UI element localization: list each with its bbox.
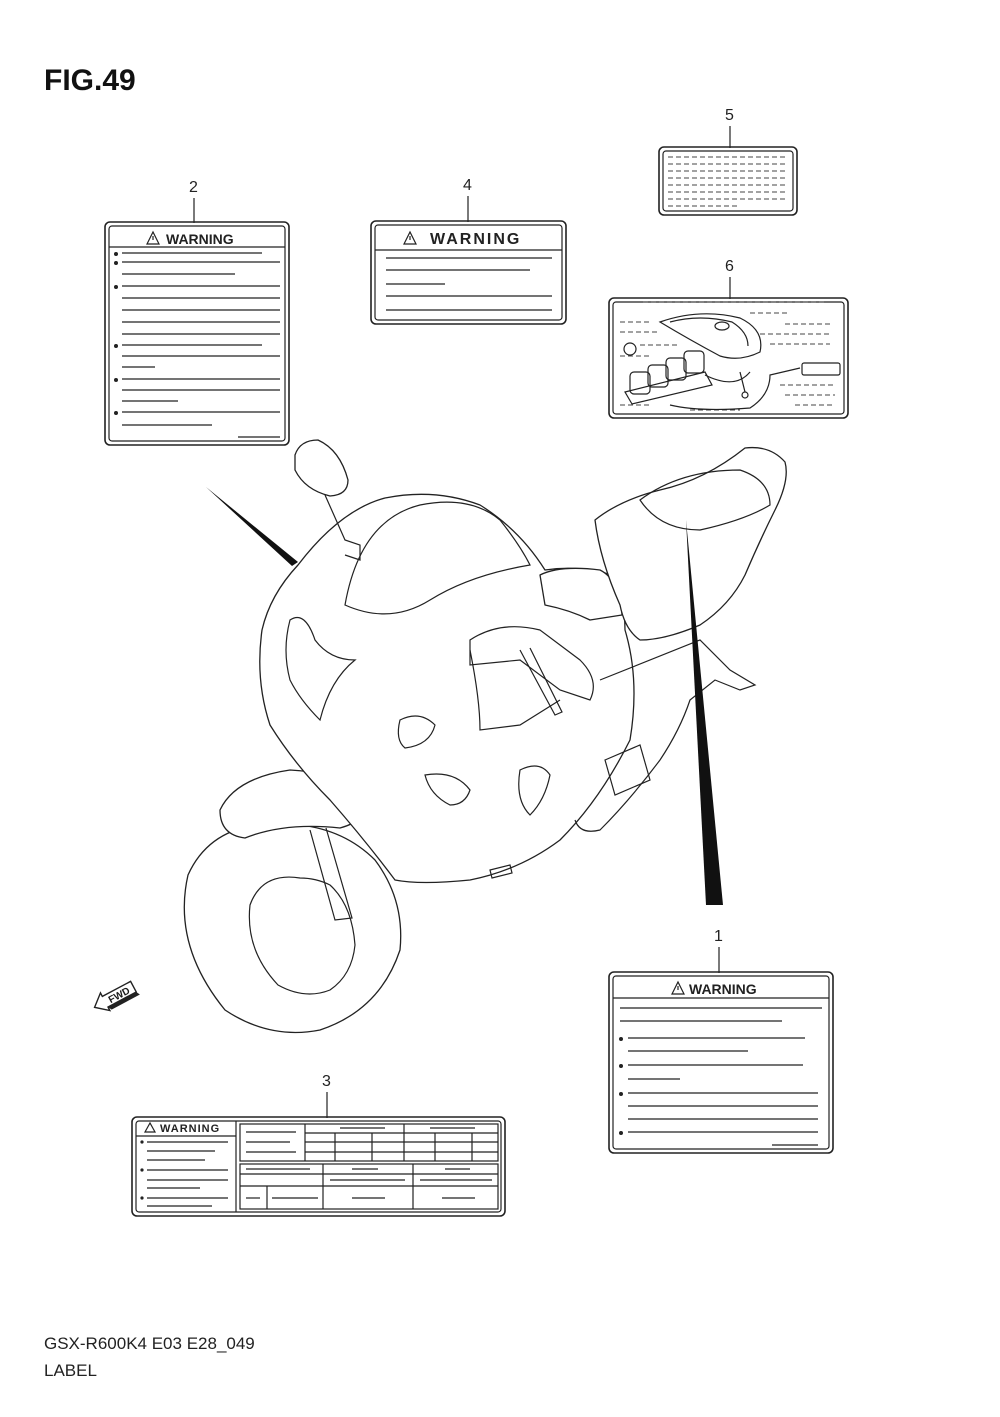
callout-number-6: 6 <box>725 258 734 275</box>
footer-section-name: LABEL <box>44 1361 97 1380</box>
seat-tail <box>594 446 787 641</box>
callout-number-5: 5 <box>725 107 734 124</box>
callout-number-1: 1 <box>714 928 723 945</box>
warning-triangle-icon <box>403 230 417 245</box>
front-wheel-rim <box>248 876 356 995</box>
label-3-header: WARNING <box>160 1123 220 1135</box>
throttle-body-illustration <box>623 342 841 411</box>
handlebar <box>469 626 594 701</box>
label-1-text-lines <box>619 1007 822 1146</box>
lower-duct <box>489 864 513 879</box>
label-3-pressure-table <box>239 1123 499 1210</box>
label-3-outline <box>131 1116 506 1217</box>
label-6-dashed-text <box>620 301 835 411</box>
warning-triangle-icon <box>143 1121 157 1133</box>
mirror-stem <box>324 494 361 561</box>
label-5[interactable]: 5 <box>658 107 798 216</box>
fwd-arrow-icon: FWD <box>93 980 140 1012</box>
warning-triangle-icon <box>146 230 160 245</box>
label-2-inner <box>108 225 286 442</box>
callout-number-3: 3 <box>322 1073 331 1090</box>
pointer-wedge-label-1 <box>686 520 723 905</box>
windscreen <box>344 501 531 615</box>
label-2-outline <box>104 221 290 446</box>
label-3[interactable]: 3 WARNING <box>131 1073 506 1217</box>
callout-number-4: 4 <box>463 177 472 194</box>
front-fork <box>309 827 353 921</box>
front-fairing <box>259 493 635 884</box>
label-6-inner <box>612 301 845 415</box>
label-2-header: WARNING <box>166 231 234 247</box>
footer-model-code: GSX-R600K4 E03 E28_049 <box>44 1334 255 1353</box>
label-1-inner <box>612 975 830 1150</box>
fuel-tank-illustration <box>658 313 762 359</box>
lower-vent <box>424 773 471 806</box>
front-tire <box>183 822 402 1034</box>
label-1-outline <box>608 971 834 1154</box>
brake-lever <box>519 647 563 716</box>
label-2-text-lines <box>114 252 280 438</box>
headlight-intake <box>285 616 357 722</box>
mirror <box>294 439 349 497</box>
label-5-outline <box>658 146 798 216</box>
figure-title: FIG.49 <box>44 64 136 97</box>
label-6[interactable]: 6 <box>608 258 849 419</box>
label-3-inner <box>135 1120 502 1213</box>
label-2[interactable]: 2 WARNING <box>104 179 290 446</box>
label-1[interactable]: 1 WARNING <box>608 928 834 1154</box>
label-6-outline <box>608 297 849 419</box>
warning-triangle-icon <box>671 980 685 995</box>
label-5-text-lines <box>668 156 788 207</box>
belly-pan-vent <box>518 765 551 816</box>
label-4-outline <box>370 220 567 325</box>
frame-spar <box>469 649 561 731</box>
label-4-header: WARNING <box>430 231 521 248</box>
label-3-text-lines <box>140 1140 228 1207</box>
label-4-inner <box>374 224 563 321</box>
rear-frame <box>574 639 757 832</box>
rear-seat <box>639 469 771 531</box>
label-4[interactable]: 4 WARNING <box>370 177 567 325</box>
pointer-wedge-label-2 <box>206 487 298 566</box>
engine-cover <box>604 744 651 796</box>
label-5-inner <box>662 150 794 212</box>
side-vent <box>397 715 436 749</box>
label-1-header: WARNING <box>689 981 757 997</box>
motorcycle-illustration <box>183 439 787 1034</box>
callout-number-2: 2 <box>189 179 198 196</box>
label-4-text-lines <box>386 257 552 311</box>
